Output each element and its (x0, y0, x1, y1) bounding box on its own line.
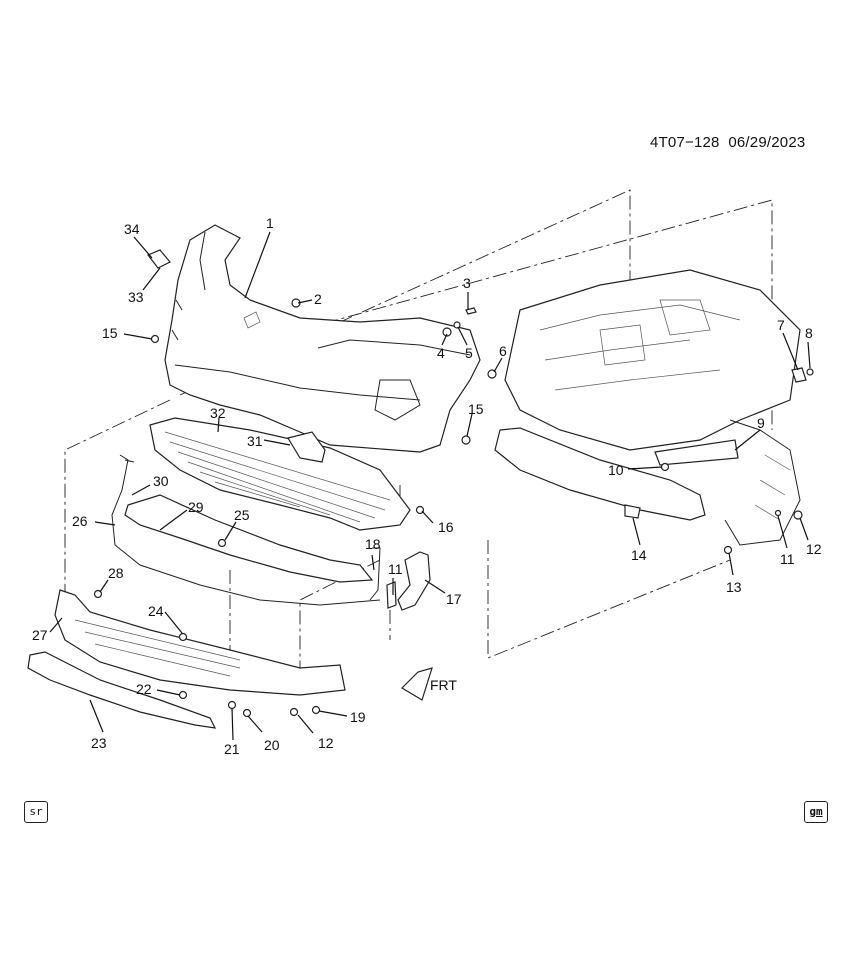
callout-label: 6 (499, 343, 507, 359)
lower-fascia-assembly (111, 454, 381, 606)
gm-logo-badge: gm (804, 801, 828, 823)
impact-bar (494, 427, 706, 521)
diagram-date: 06/29/2023 (728, 134, 806, 151)
diagram-header: 4T07−128 06/29/2023 (650, 134, 805, 151)
grille (149, 417, 411, 531)
callout-label: 15 (468, 401, 484, 417)
callout-label: 12 (806, 541, 822, 557)
callout-label: 27 (32, 627, 48, 643)
callout-label: 1 (266, 215, 274, 231)
leader-lines (49, 231, 811, 741)
callout-label: 33 (128, 289, 144, 305)
callout-labels: 1 2 3 4 5 6 7 8 9 10 11 11 12 12 13 14 1… (32, 215, 822, 757)
callout-label: 12 (318, 735, 334, 751)
callout-label: 16 (438, 519, 454, 535)
sr-badge: sr (24, 801, 48, 823)
callout-label: 28 (108, 565, 124, 581)
callout-label: 32 (210, 405, 226, 421)
fasteners (93, 249, 814, 718)
callout-label: 11 (780, 551, 795, 567)
callout-label: 14 (631, 547, 647, 563)
callout-label: 26 (72, 513, 88, 529)
front-bumper-fascia (164, 224, 481, 453)
callout-label: 23 (91, 735, 107, 751)
callout-label: 34 (124, 221, 140, 237)
callout-label: 25 (234, 507, 250, 523)
callout-label: 5 (465, 345, 473, 361)
emblem-insert (287, 431, 326, 463)
front-direction-arrow: FRT (401, 667, 457, 701)
callout-label: 9 (757, 415, 765, 431)
callout-label: 29 (188, 499, 204, 515)
callout-label: 15 (102, 325, 118, 341)
callout-label: 8 (805, 325, 813, 341)
callout-label: 18 (365, 536, 381, 552)
callout-label: 13 (726, 579, 742, 595)
callout-label: 7 (777, 317, 785, 333)
lower-valance (54, 589, 346, 696)
skid-plate (27, 651, 217, 729)
callout-label: 31 (247, 433, 263, 449)
vehicle-front-structure (504, 269, 801, 546)
callout-label: 24 (148, 603, 164, 619)
callout-label: 3 (463, 275, 471, 291)
callout-label: 4 (437, 345, 445, 361)
front-direction-label: FRT (430, 677, 457, 693)
callout-label: 30 (153, 473, 169, 489)
sensor-bracket (654, 439, 739, 466)
diagram-code: 4T07−128 (650, 134, 720, 151)
side-brackets (369, 547, 431, 611)
callout-label: 21 (224, 741, 240, 757)
callout-label: 2 (314, 291, 322, 307)
callout-label: 19 (350, 709, 366, 725)
callout-label: 17 (446, 591, 462, 607)
callout-label: 22 (136, 681, 152, 697)
callout-label: 20 (264, 737, 280, 753)
callout-label: 11 (388, 561, 403, 577)
callout-label: 10 (608, 462, 624, 478)
